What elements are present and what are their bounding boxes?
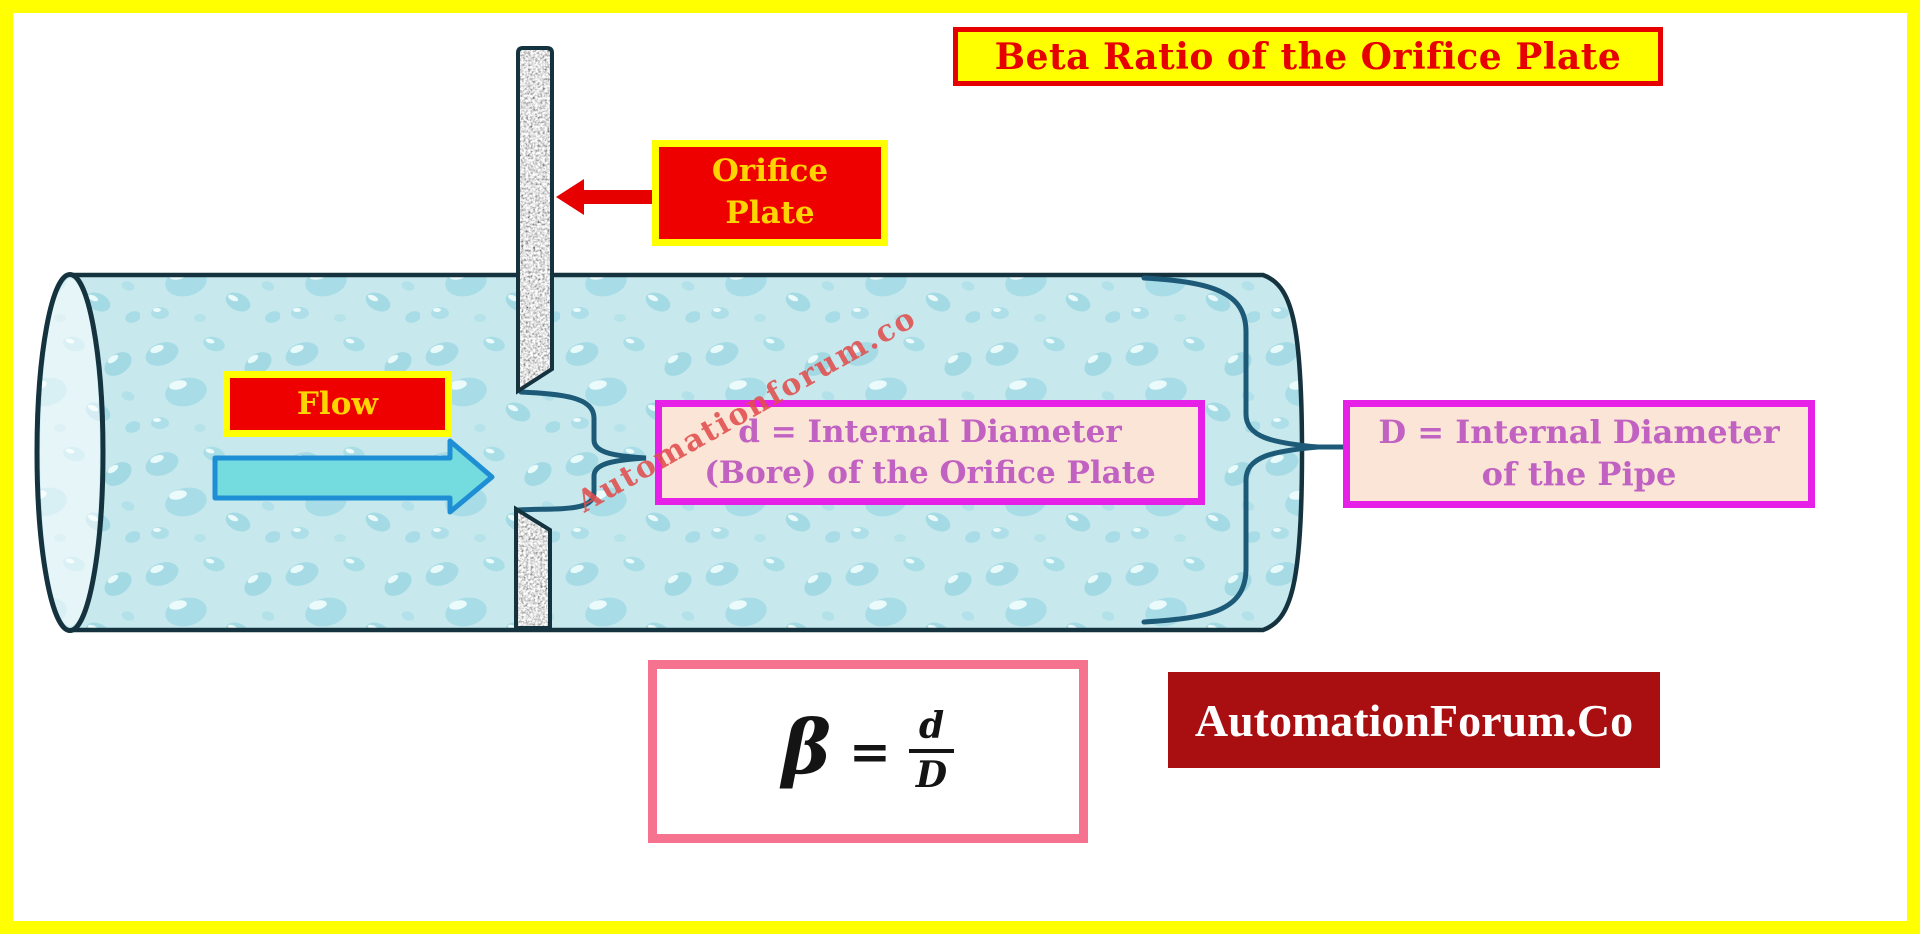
beta-symbol: β bbox=[781, 704, 832, 791]
flow-arrow bbox=[212, 438, 495, 515]
fraction-denominator: D bbox=[915, 753, 948, 796]
orifice-plate-upper bbox=[516, 46, 554, 395]
pipe-diameter-label: D = Internal Diameter of the Pipe bbox=[1343, 400, 1815, 508]
title-banner: Beta Ratio of the Orifice Plate bbox=[953, 27, 1663, 86]
logo-text: AutomationForum.Co bbox=[1194, 694, 1634, 746]
bore-diameter-line1: d = Internal Diameter bbox=[738, 414, 1122, 451]
flow-label-text: Flow bbox=[296, 386, 379, 422]
automationforum-logo: AutomationForum.Co bbox=[1168, 672, 1660, 768]
fraction: d D bbox=[908, 706, 955, 796]
fraction-numerator: d bbox=[908, 706, 955, 753]
title-text: Beta Ratio of the Orifice Plate bbox=[994, 35, 1622, 78]
pipe-brace bbox=[1141, 275, 1319, 625]
orifice-plate-lower bbox=[514, 505, 552, 630]
bore-brace bbox=[515, 389, 647, 513]
flow-label: Flow bbox=[223, 371, 452, 437]
bore-diameter-label: d = Internal Diameter (Bore) of the Orif… bbox=[655, 400, 1205, 505]
orifice-plate-label-line1: Orifice bbox=[711, 153, 829, 190]
pipe-diameter-line2: of the Pipe bbox=[1481, 455, 1677, 493]
orifice-plate-label-line2: Plate bbox=[725, 195, 815, 231]
pipe-end-cap-sheen bbox=[40, 278, 100, 627]
pointer-arrow bbox=[556, 179, 652, 215]
bore-diameter-line2: (Bore) of the Orifice Plate bbox=[704, 454, 1156, 491]
beta-formula-box: β = d D bbox=[648, 660, 1088, 843]
pipe-diameter-line1: D = Internal Diameter bbox=[1378, 413, 1780, 452]
orifice-plate-label: Orifice Plate bbox=[652, 140, 888, 246]
equals-sign: = bbox=[849, 722, 891, 781]
